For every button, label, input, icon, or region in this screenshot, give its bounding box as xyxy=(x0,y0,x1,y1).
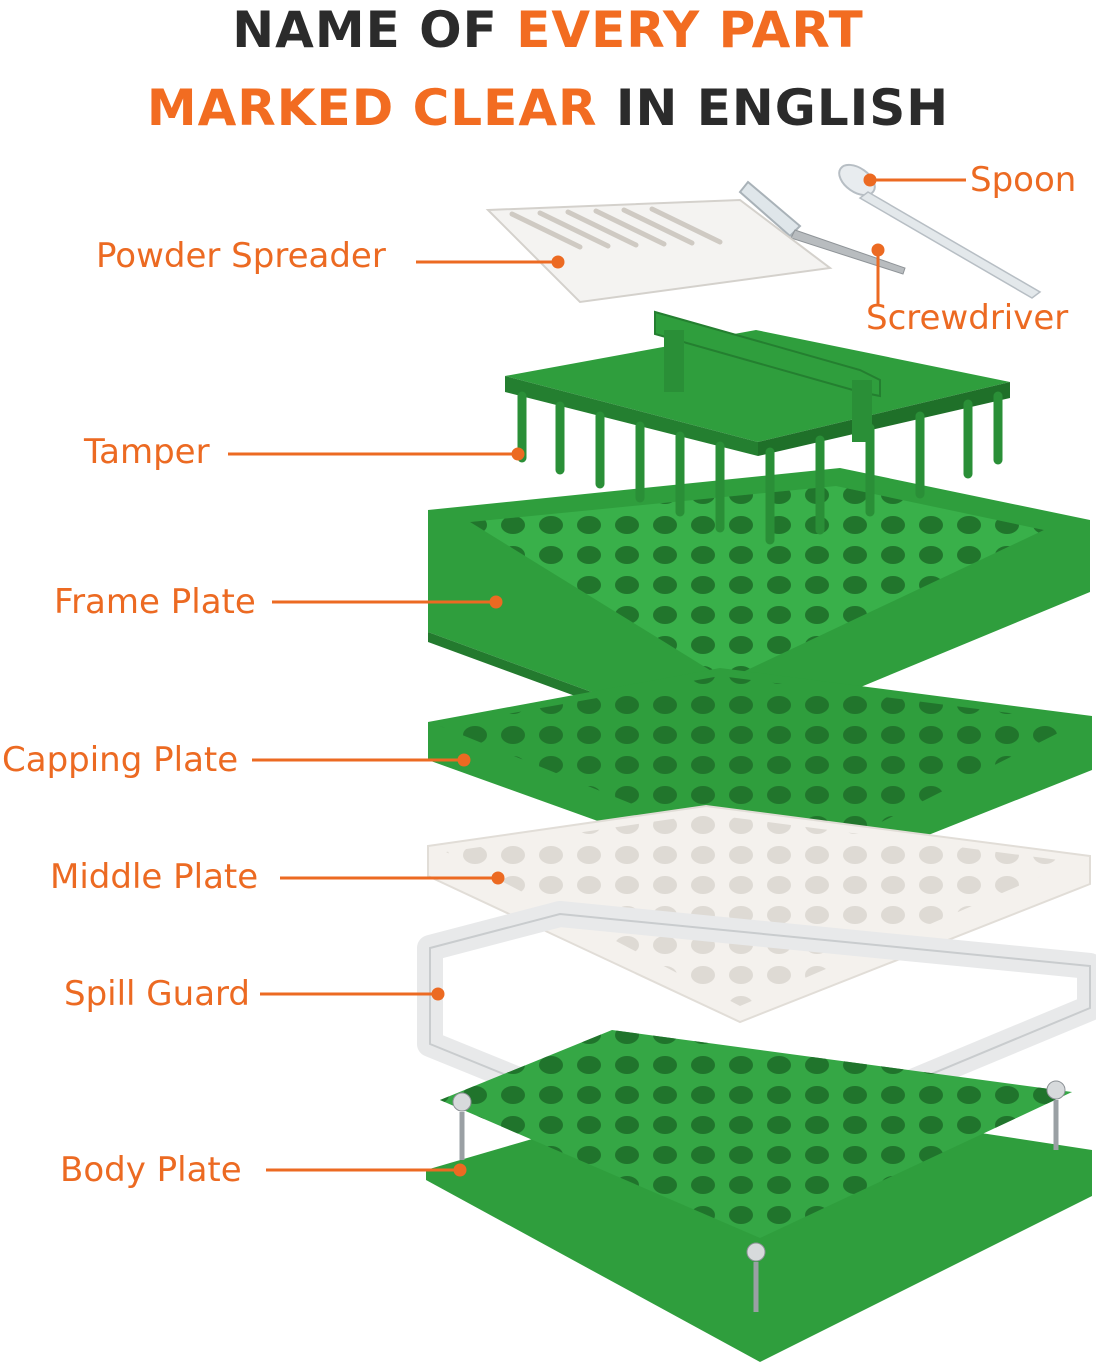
headline-name-of: NAME OF xyxy=(232,1,517,59)
label-body-plate: Body Plate xyxy=(60,1150,242,1190)
spoon-shape xyxy=(838,163,1042,299)
leader-lines xyxy=(228,173,966,1177)
frame-plate-shape xyxy=(428,468,1090,752)
headline-every-part: EVERY PART xyxy=(516,1,864,59)
label-powder-spreader: Powder Spreader xyxy=(96,236,386,276)
headline-line-2: MARKED CLEAR IN ENGLISH xyxy=(0,78,1096,138)
powder-spreader-shape xyxy=(485,198,833,304)
label-middle-plate: Middle Plate xyxy=(50,857,259,897)
middle-plate-shape xyxy=(427,804,1091,1024)
body-plate-shape xyxy=(426,1030,1092,1362)
headline-marked-clear: MARKED CLEAR xyxy=(146,79,598,137)
label-frame-plate: Frame Plate xyxy=(54,582,256,622)
label-screwdriver: Screwdriver xyxy=(866,298,1069,338)
headline-line-1: NAME OF EVERY PART xyxy=(0,0,1096,60)
label-spill-guard: Spill Guard xyxy=(64,974,251,1014)
spill-guard-shape xyxy=(417,901,1096,1175)
label-tamper: Tamper xyxy=(84,432,210,472)
label-spoon: Spoon xyxy=(970,160,1077,200)
label-capping-plate: Capping Plate xyxy=(2,740,239,780)
headline-in-english: IN ENGLISH xyxy=(597,79,950,137)
tamper-shape xyxy=(505,310,1010,545)
